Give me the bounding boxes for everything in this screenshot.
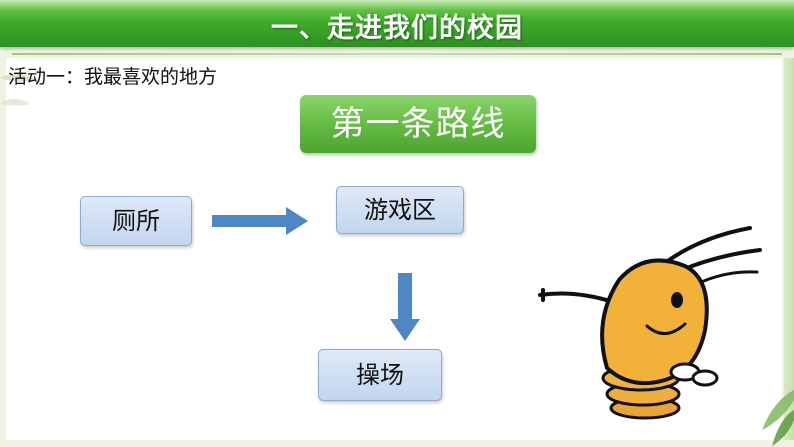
place-box-restroom: 厕所 bbox=[80, 196, 192, 246]
side-stripe bbox=[784, 58, 794, 440]
arrow-down-icon bbox=[390, 273, 420, 341]
arrow-right-icon bbox=[212, 207, 308, 235]
route-header: 第一条路线 bbox=[300, 95, 536, 153]
slide-title: 一、走进我们的校园 bbox=[271, 13, 523, 44]
place-box-playground: 操场 bbox=[318, 349, 442, 401]
place-box-play-area: 游戏区 bbox=[336, 186, 464, 234]
shrimp-mascot-icon bbox=[538, 226, 762, 420]
header-divider bbox=[12, 53, 782, 55]
activity-label: 活动一：我最喜欢的地方 bbox=[8, 66, 218, 88]
bamboo-leaf-icon bbox=[0, 73, 36, 106]
bamboo-leaf-icon bbox=[762, 390, 794, 446]
title-bar: 一、走进我们的校园 bbox=[0, 0, 794, 47]
